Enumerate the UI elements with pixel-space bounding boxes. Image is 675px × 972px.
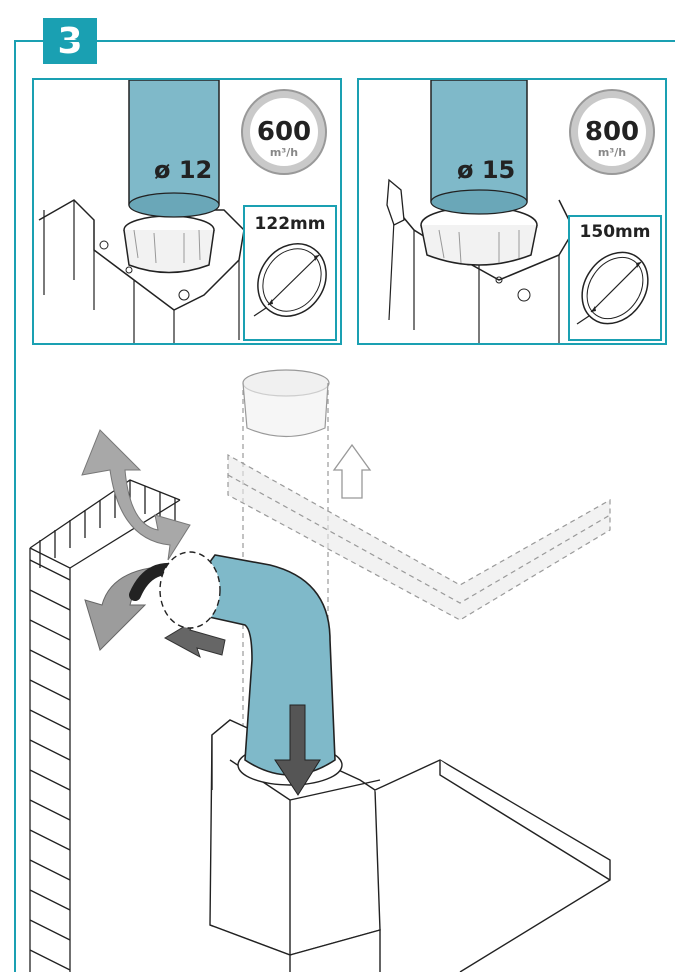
motor-collar <box>237 744 343 786</box>
wall-section <box>29 479 181 972</box>
alternative-vertical-duct <box>227 369 611 760</box>
rotate-arrow-icon <box>84 567 186 651</box>
up-arrow-outline-icon <box>332 443 372 499</box>
hood-motor-illustration: ø 15 800 m³/h 150mm <box>386 80 662 343</box>
down-arrow-icon <box>274 704 321 796</box>
frame-top-line <box>14 40 675 42</box>
diameter-label: 150mm <box>580 222 651 242</box>
diameter-label: 122mm <box>255 214 326 234</box>
duct-diameter-label: ø 12 <box>154 156 212 184</box>
airflow-unit: m³/h <box>270 146 298 159</box>
elbow-duct <box>198 554 336 776</box>
wall-outlet-ring <box>159 551 221 629</box>
duct-diameter-label: ø 15 <box>457 156 515 184</box>
airflow-value: 600 <box>257 117 311 147</box>
hood-motor-illustration: ø 12 600 m³/h 122mm <box>38 80 337 343</box>
option-panel-600: ø 12 600 m³/h 122mm <box>32 78 342 345</box>
frame-left-line <box>14 40 16 972</box>
hood-body <box>209 719 611 972</box>
exhaust-arrow-icon <box>81 429 191 561</box>
airflow-value: 800 <box>585 117 639 147</box>
push-arrow-icon <box>163 618 226 659</box>
airflow-unit: m³/h <box>598 146 626 159</box>
rotate-arrow-dark-icon <box>129 562 191 601</box>
option-panel-800: ø 15 800 m³/h 150mm <box>357 78 667 345</box>
